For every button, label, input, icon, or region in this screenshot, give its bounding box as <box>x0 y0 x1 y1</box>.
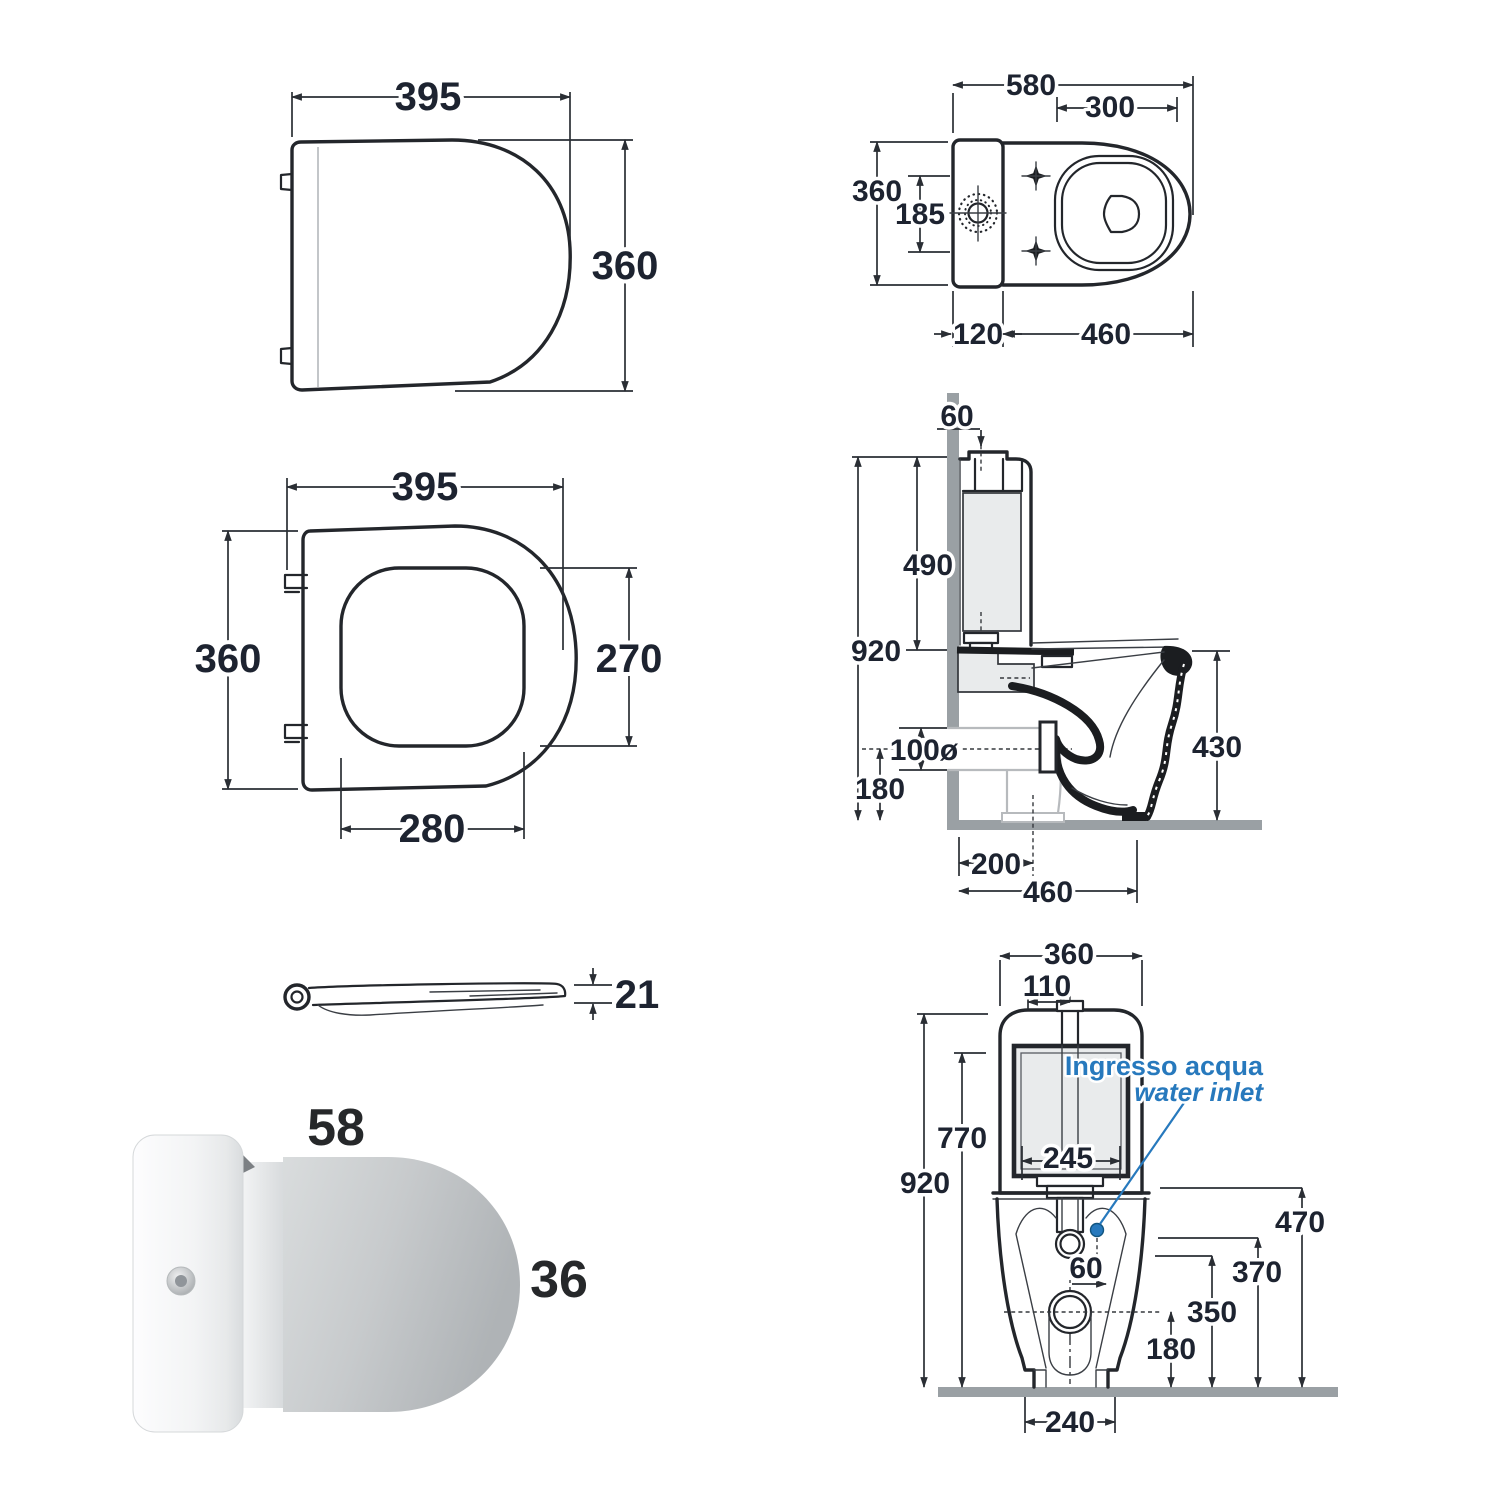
dim-photo-depth: 36 <box>530 1251 588 1309</box>
view-seat-lid-top: 395 360 <box>279 71 662 393</box>
dim-lid-width: 395 <box>395 75 462 119</box>
view-wc-side: 920 490 60 430 100ø 180 200 460 <box>847 393 1262 913</box>
dim-front-h370: 370 <box>1232 1256 1282 1289</box>
floor <box>938 1387 1338 1397</box>
photo-hinge-strip <box>243 1162 283 1408</box>
dim-front-tank-width: 245 <box>1043 1142 1093 1175</box>
flush-button-symbol <box>949 185 1007 242</box>
dim-photo-width: 58 <box>307 1099 365 1157</box>
water-inlet-leader <box>1099 1087 1198 1225</box>
hinge-hole-marker <box>1021 161 1051 191</box>
dim-plan-width: 360 <box>852 175 902 208</box>
dim-side-outlet-axis-height: 180 <box>855 773 905 806</box>
dim-ring-depth: 360 <box>195 637 262 681</box>
water-inlet-label-en: water inlet <box>1134 1077 1264 1107</box>
dim-seat-thickness: 21 <box>615 973 660 1017</box>
wall <box>947 393 959 728</box>
dim-side-outlet-diameter: 100ø <box>890 734 959 767</box>
view-product-photo: 58 36 <box>132 1095 592 1433</box>
dim-side-cistern-height: 490 <box>903 549 953 582</box>
dim-ring-inner-depth: 270 <box>596 637 663 681</box>
dim-side-total-height: 920 <box>851 635 901 668</box>
dim-front-h180: 180 <box>1146 1333 1196 1366</box>
dim-side-inlet-offset: 60 <box>940 400 973 433</box>
water-inlet-label-it: Ingresso acqua <box>1065 1051 1264 1081</box>
dim-plan-button-span: 185 <box>895 198 945 231</box>
dim-side-outlet-distance: 200 <box>971 848 1021 881</box>
floor <box>947 820 1262 830</box>
dim-plan-total-depth: 580 <box>1006 69 1056 102</box>
dim-side-depth: 460 <box>1023 876 1073 909</box>
dim-front-tube-offset: 110 <box>1023 970 1071 1003</box>
dim-plan-bowl-inner-width: 300 <box>1085 91 1135 124</box>
view-seat-ring-top: 395 360 270 280 <box>191 461 667 855</box>
dim-ring-inner-width: 280 <box>399 807 466 851</box>
hinge-hole-marker <box>1021 236 1051 266</box>
dim-front-width: 360 <box>1044 938 1094 971</box>
dim-ring-width: 395 <box>392 465 459 509</box>
photo-seat <box>283 1157 520 1412</box>
dim-lid-depth: 360 <box>592 244 659 288</box>
water-inlet-dot <box>1089 1222 1105 1238</box>
view-wc-front: Ingresso acqua water inlet 360 110 920 7… <box>896 935 1338 1443</box>
dim-front-h470: 470 <box>1275 1206 1325 1239</box>
dim-front-h350: 350 <box>1187 1296 1237 1329</box>
photo-screw-center <box>175 1275 187 1287</box>
view-seat-profile: 21 <box>283 968 663 1021</box>
dim-plan-cistern-depth: 120 <box>953 318 1003 351</box>
dim-side-rim-height: 430 <box>1192 731 1242 764</box>
dim-plan-bowl-depth: 460 <box>1081 318 1131 351</box>
dim-front-tank-top-height: 770 <box>937 1122 987 1155</box>
dim-front-total-height: 920 <box>900 1167 950 1200</box>
dim-front-inlet-offset: 60 <box>1069 1252 1102 1285</box>
wall-lower <box>947 770 959 820</box>
dim-front-base-width: 240 <box>1045 1406 1095 1439</box>
view-wc-plan: 580 300 360 185 120 460 <box>848 66 1195 355</box>
